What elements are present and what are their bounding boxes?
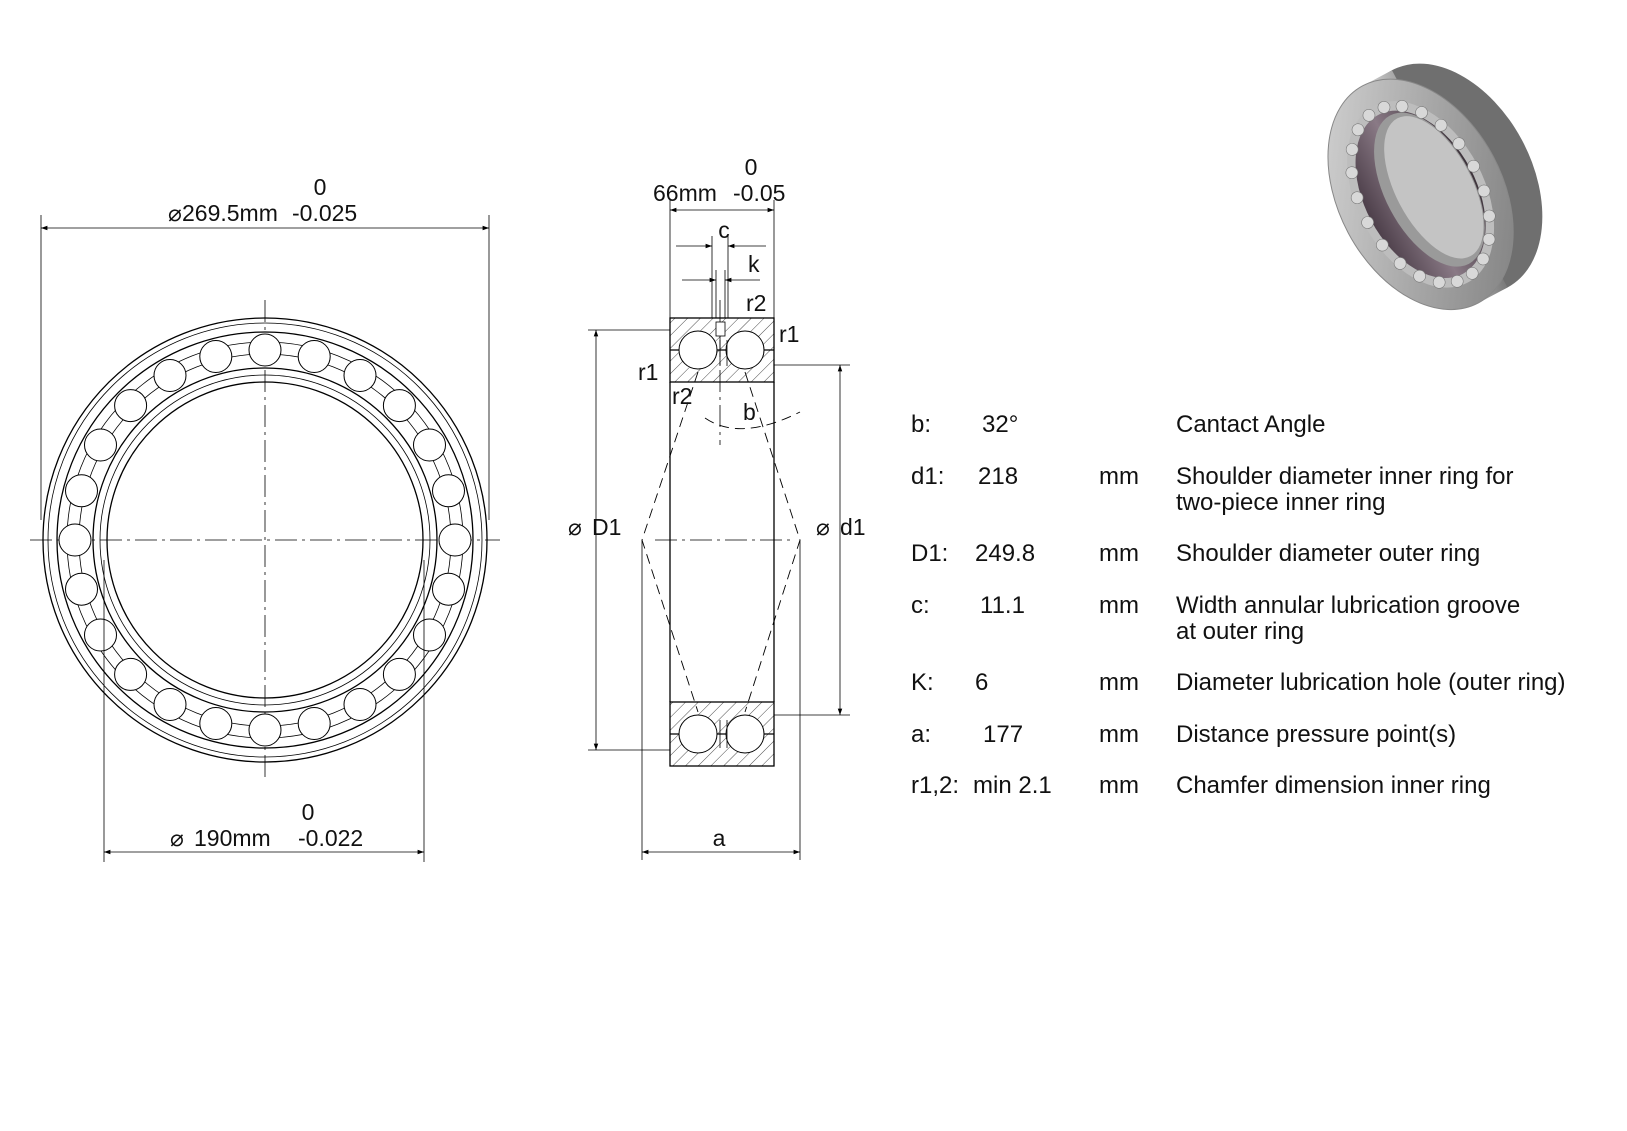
outer-dim-tol-upper: 0 — [314, 174, 327, 200]
spec-desc: Chamfer dimension inner ring — [1176, 772, 1491, 799]
d1-outer-symbol: ⌀ — [568, 514, 582, 540]
width-dim-tol-upper: 0 — [745, 154, 758, 180]
spec-key: a: — [911, 721, 931, 748]
ball — [297, 340, 331, 373]
spec-unit: mm — [1099, 540, 1139, 567]
spec-key: c: — [911, 592, 930, 619]
ball — [432, 572, 465, 606]
spec-row: a: 177 mm Distance pressure point(s) — [911, 721, 1456, 748]
spec-unit: mm — [1099, 669, 1139, 696]
spec-row: c: 11.1 mm Width annular lubrication groove… — [911, 592, 1520, 645]
ball — [114, 389, 148, 423]
spec-row: r1,2: min 2.1 mm Chamfer dimension inner ri… — [911, 772, 1491, 799]
spec-value: min 2.1 — [973, 772, 1052, 799]
spec-desc: at outer ring — [1176, 618, 1304, 645]
spec-value: 6 — [975, 669, 988, 696]
spec-row: K: 6 mm Diameter lubrication hole (outer ri… — [911, 669, 1566, 696]
spec-key: K: — [911, 669, 934, 696]
inner-dim-tol-upper: 0 — [302, 799, 315, 825]
front-view: 0 ⌀ 269.5mm -0.025 0 ⌀ 190mm -0.022 — [30, 174, 500, 862]
ball — [84, 618, 117, 652]
ball — [382, 389, 416, 423]
label-r2-top: r2 — [746, 290, 766, 316]
spec-key: D1: — [911, 540, 948, 567]
spec-row: D1: 249.8 mm Shoulder diameter outer ring — [911, 540, 1480, 567]
spec-value: 249.8 — [975, 540, 1035, 567]
label-r1-right: r1 — [779, 321, 799, 347]
ball — [438, 523, 472, 557]
section-view: 0 66mm -0.05 c k r2 r1 r1 r2 b ⌀ D1 ⌀ d1 — [568, 154, 866, 860]
inner-dim-symbol: ⌀ — [170, 825, 184, 851]
outer-dim-tol-lower: -0.025 — [292, 200, 357, 226]
spec-row: d1: 218 mm Shoulder diameter inner ring for… — [911, 463, 1514, 516]
label-k: k — [748, 251, 760, 277]
width-dim-value: 66mm — [653, 180, 717, 206]
ball — [58, 523, 92, 557]
ball-set — [58, 333, 472, 747]
ball — [65, 572, 98, 606]
ball — [343, 359, 377, 392]
spec-desc: Cantact Angle — [1176, 411, 1325, 438]
ball — [248, 713, 282, 747]
width-dim-tol-lower: -0.05 — [733, 180, 785, 206]
spec-key: d1: — [911, 463, 944, 490]
ball — [84, 428, 117, 462]
spec-desc: Diameter lubrication hole (outer ring) — [1176, 669, 1566, 696]
ball — [114, 657, 148, 691]
spec-value: 177 — [983, 721, 1023, 748]
label-r2-left: r2 — [672, 383, 692, 409]
spec-key: r1,2: — [911, 772, 959, 799]
ball — [413, 618, 446, 652]
ball — [413, 428, 446, 462]
label-c: c — [718, 217, 730, 243]
spec-unit: mm — [1099, 463, 1139, 490]
spec-desc: Shoulder diameter inner ring for — [1176, 463, 1514, 490]
bearing-3d-icon — [1327, 63, 1543, 311]
spec-unit: mm — [1099, 772, 1139, 799]
label-a: a — [713, 825, 726, 851]
ball — [65, 474, 98, 508]
ball — [432, 474, 465, 508]
spec-key: b: — [911, 411, 931, 438]
spec-unit: mm — [1099, 592, 1139, 619]
d1-inner-symbol: ⌀ — [816, 514, 830, 540]
spec-desc: Width annular lubrication groove — [1176, 592, 1520, 619]
ball — [297, 707, 331, 740]
spec-row: b: 32° Cantact Angle — [911, 411, 1325, 438]
outer-dim-value: 269.5mm — [182, 200, 278, 226]
spec-value: 32° — [982, 411, 1018, 438]
spec-value: 218 — [978, 463, 1018, 490]
ball — [153, 688, 187, 721]
spec-unit: mm — [1099, 721, 1139, 748]
ball — [153, 359, 187, 392]
spec-value: 11.1 — [980, 592, 1025, 619]
inner-dim-tol-lower: -0.022 — [298, 825, 363, 851]
label-D1: D1 — [592, 514, 621, 540]
outer-dim-symbol: ⌀ — [168, 200, 182, 226]
inner-dim-value: 190mm — [194, 825, 271, 851]
ball — [343, 688, 377, 721]
ball — [382, 657, 416, 691]
spec-desc: Distance pressure point(s) — [1176, 721, 1456, 748]
label-d1: d1 — [840, 514, 866, 540]
spec-desc: two-piece inner ring — [1176, 489, 1385, 516]
ball — [199, 707, 233, 740]
ball — [248, 333, 282, 367]
label-r1-left: r1 — [638, 359, 658, 385]
spec-desc: Shoulder diameter outer ring — [1176, 540, 1480, 567]
ball — [199, 340, 233, 373]
label-b: b — [743, 399, 756, 425]
